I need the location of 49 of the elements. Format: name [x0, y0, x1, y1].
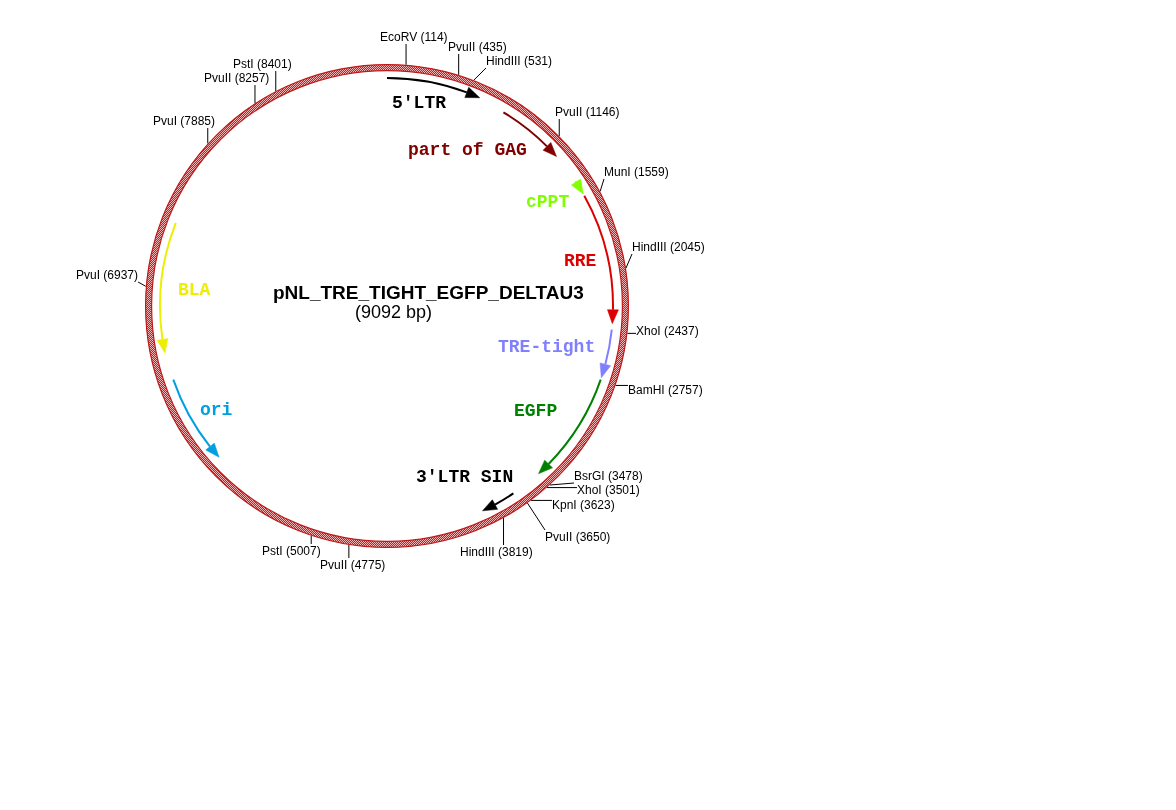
restriction-site-label: BamHI (2757): [628, 383, 703, 397]
leader-line: [348, 544, 350, 559]
plasmid-name: pNL_TRE_TIGHT_EGFP_DELTAU3: [273, 282, 584, 303]
restriction-site-label: PstI (8401): [233, 57, 292, 71]
leader-line: [137, 281, 147, 287]
restriction-site-label: PvuI (7885): [153, 114, 216, 128]
leader-line: [615, 384, 629, 386]
restriction-site-label: BsrGI (3478): [574, 469, 643, 483]
leader-line: [275, 70, 277, 92]
leader-line: [530, 499, 553, 501]
leader-line: [473, 67, 487, 81]
leader-line: [310, 535, 312, 545]
restriction-site-label: KpnI (3623): [552, 498, 615, 512]
leader-line: [254, 84, 256, 104]
feature-label: RRE: [564, 252, 597, 270]
restriction-site-label: PvuII (1146): [555, 105, 620, 119]
restriction-site-label: HindIII (3819): [460, 545, 533, 559]
restriction-site-label: MunI (1559): [604, 165, 669, 179]
restriction-site-label: HindIII (2045): [632, 240, 705, 254]
feature-label: TRE-tight: [498, 338, 596, 356]
restriction-site-label: PvuII (8257): [204, 71, 270, 85]
leader-line: [458, 53, 460, 76]
restriction-site-label: XhoI (2437): [636, 324, 699, 338]
restriction-site-label: EcoRV (114): [380, 30, 448, 44]
leader-line: [549, 482, 575, 486]
leader-line: [625, 253, 633, 269]
leader-line: [503, 517, 505, 546]
leader-line: [558, 118, 560, 137]
restriction-site-label: XhoI (3501): [577, 483, 640, 497]
restriction-site-label: PvuII (435): [448, 40, 507, 54]
feature-label: BLA: [178, 281, 211, 299]
leader-line: [526, 502, 546, 531]
restriction-site-label: HindIII (531): [486, 54, 553, 68]
leader-line: [405, 43, 407, 66]
leader-line: [207, 127, 209, 144]
restriction-site-label: PstI (5007): [262, 544, 321, 558]
leader-line: [599, 178, 605, 192]
leader-line: [546, 487, 578, 489]
feature-label: EGFP: [514, 402, 558, 420]
feature-label: 5'LTR: [392, 94, 446, 112]
feature-label: cPPT: [526, 193, 570, 211]
restriction-site-label: PvuII (4775): [320, 558, 386, 572]
restriction-site-label: PvuI (6937): [76, 268, 139, 282]
feature-label: part of GAG: [408, 141, 527, 159]
feature-label: ori: [200, 401, 233, 419]
plasmid-size: (9092 bp): [355, 303, 433, 321]
feature-label: 3'LTR SIN: [416, 468, 514, 486]
restriction-site-label: PvuII (3650): [545, 530, 611, 544]
leader-line: [626, 332, 637, 334]
